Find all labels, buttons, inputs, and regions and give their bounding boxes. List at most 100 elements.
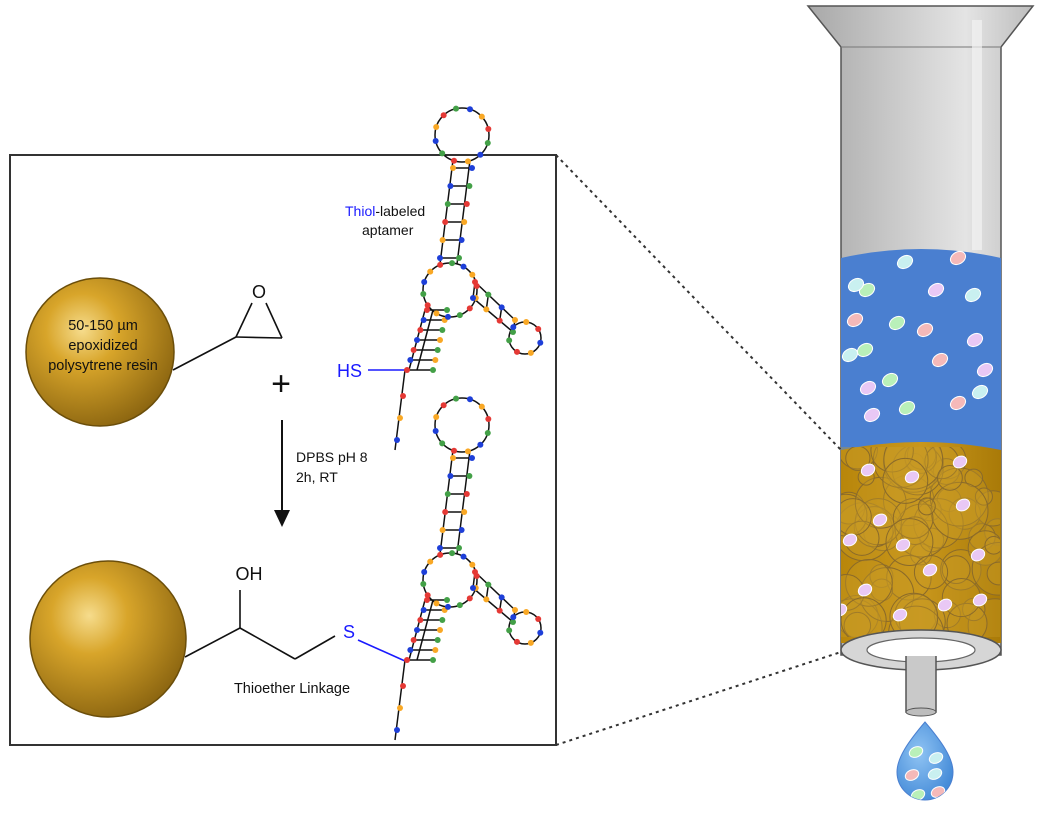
nucleotide bbox=[484, 139, 491, 146]
bound-bead bbox=[841, 603, 848, 617]
nucleotide bbox=[404, 367, 410, 373]
nucleotide bbox=[439, 327, 446, 333]
epoxide-resin-bead bbox=[25, 277, 175, 427]
nucleotide bbox=[512, 607, 518, 613]
plus-sign: + bbox=[271, 365, 291, 403]
nucleotide bbox=[417, 327, 424, 333]
bound-bead bbox=[955, 498, 971, 512]
nucleotide bbox=[535, 615, 542, 622]
resin-particle bbox=[841, 598, 883, 637]
nucleotide bbox=[424, 597, 430, 603]
target-bead bbox=[949, 395, 967, 411]
nucleotide bbox=[444, 313, 451, 320]
nucleotide bbox=[447, 183, 454, 189]
resin-bed bbox=[841, 442, 1001, 643]
nucleotide bbox=[466, 595, 473, 602]
nucleotide bbox=[510, 324, 517, 331]
nucleotide bbox=[470, 295, 476, 301]
aptamer-backbone bbox=[474, 281, 516, 321]
nucleotide bbox=[437, 255, 443, 261]
aptamer-backbone bbox=[394, 369, 406, 451]
nucleotide bbox=[397, 415, 403, 421]
nucleotide bbox=[472, 569, 478, 575]
nucleotide bbox=[414, 337, 420, 343]
nucleotide bbox=[439, 237, 446, 243]
nucleotide bbox=[420, 581, 427, 588]
nucleotide bbox=[506, 337, 513, 344]
resin-particle bbox=[946, 602, 988, 637]
nucleotide bbox=[444, 201, 451, 207]
target-bead bbox=[847, 277, 865, 293]
nucleotide bbox=[444, 307, 450, 313]
nucleotide bbox=[485, 291, 492, 298]
target-bead bbox=[863, 407, 881, 423]
nucleotide bbox=[466, 106, 473, 113]
resin-particle bbox=[843, 611, 872, 637]
aptamer-backbone bbox=[394, 659, 406, 741]
nucleotide bbox=[469, 271, 476, 278]
bound-bead bbox=[892, 608, 908, 622]
aptamer-backbone bbox=[456, 159, 471, 265]
eluted-bead bbox=[908, 746, 924, 758]
nucleotide bbox=[430, 367, 436, 373]
target-bead bbox=[931, 352, 949, 368]
bound-bead bbox=[842, 533, 858, 547]
nucleotide bbox=[485, 416, 492, 423]
nucleotide bbox=[464, 158, 471, 165]
target-bead bbox=[964, 287, 982, 303]
thioether-linkage-label: Thioether Linkage bbox=[234, 681, 350, 697]
nucleotide bbox=[496, 607, 503, 614]
nucleotide bbox=[449, 550, 456, 557]
nucleotide bbox=[456, 545, 462, 551]
nucleotide bbox=[527, 349, 534, 356]
nucleotide bbox=[397, 705, 403, 711]
nucleotide bbox=[432, 357, 439, 363]
nucleotide bbox=[440, 112, 447, 119]
target-bead bbox=[856, 342, 874, 358]
target-bead bbox=[898, 400, 916, 416]
nucleotide bbox=[483, 306, 490, 313]
nucleotide bbox=[439, 150, 446, 157]
nucleotide bbox=[477, 441, 484, 448]
sulfur-label: S bbox=[343, 622, 355, 642]
aptamer-loop bbox=[434, 397, 490, 453]
nucleotide bbox=[432, 647, 439, 653]
bound-bead bbox=[972, 593, 988, 607]
nucleotide bbox=[450, 165, 456, 171]
nucleotide bbox=[407, 357, 414, 363]
nucleotide bbox=[434, 637, 441, 643]
bound-bead bbox=[857, 583, 873, 597]
nucleotide bbox=[510, 614, 517, 621]
nucleotide bbox=[466, 305, 473, 312]
resin-particle bbox=[845, 559, 893, 607]
target-bead bbox=[927, 282, 945, 298]
nucleotide bbox=[421, 569, 428, 576]
target-bead bbox=[846, 312, 864, 328]
target-bead bbox=[841, 347, 859, 363]
nucleotide bbox=[456, 602, 463, 609]
resin-particle bbox=[964, 468, 984, 488]
nucleotide bbox=[400, 393, 406, 399]
target-bead bbox=[949, 250, 967, 266]
zoom-line-bottom bbox=[555, 651, 842, 746]
resin-particle bbox=[841, 597, 887, 637]
nucleotide bbox=[469, 455, 475, 461]
resin-particles bbox=[841, 447, 1000, 637]
nucleotide bbox=[437, 551, 444, 558]
nucleotide bbox=[460, 553, 467, 560]
nucleotide bbox=[449, 260, 456, 267]
labeled-suffix: -labeled bbox=[375, 203, 425, 219]
aptamer-loop bbox=[434, 107, 490, 163]
immobilized-aptamer bbox=[394, 395, 544, 741]
nucleotide bbox=[432, 427, 439, 434]
nucleotide bbox=[478, 403, 485, 410]
eluted-bead bbox=[928, 752, 944, 764]
nucleotide bbox=[477, 151, 484, 158]
resin-particle bbox=[937, 464, 963, 491]
nucleotide bbox=[523, 319, 530, 326]
target-bead bbox=[896, 254, 914, 270]
bound-bead bbox=[922, 563, 938, 577]
bound-bead bbox=[970, 548, 986, 562]
target-bead bbox=[888, 315, 906, 331]
nucleotide bbox=[417, 617, 424, 623]
